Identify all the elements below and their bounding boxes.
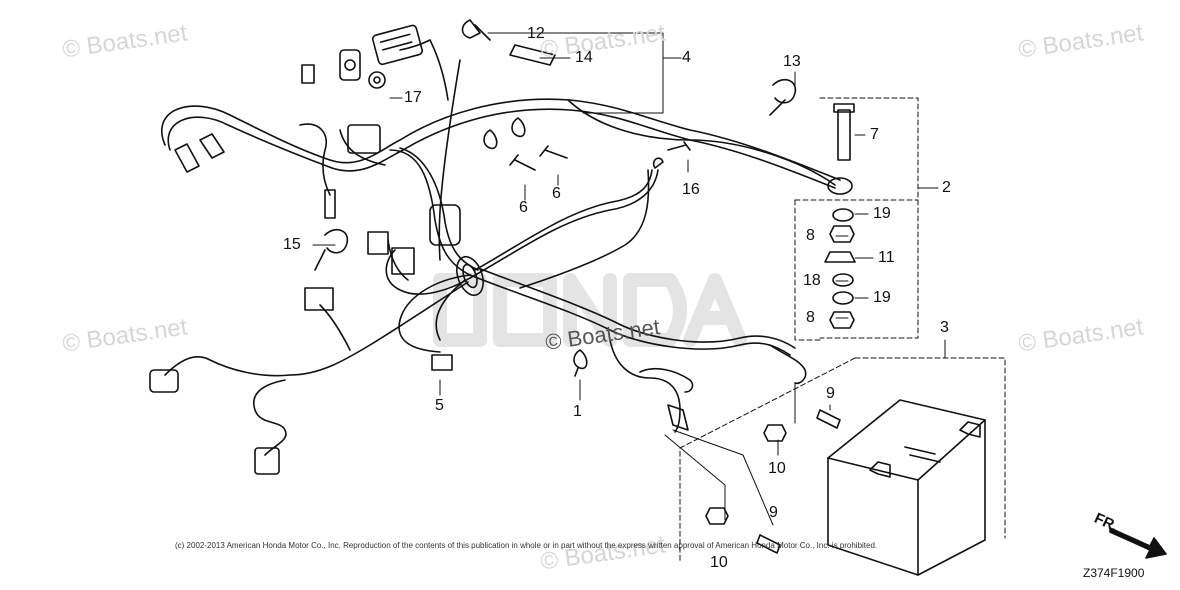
connectors bbox=[149, 24, 453, 475]
callout-6-right[interactable]: 6 bbox=[552, 185, 561, 202]
callout-5[interactable]: 5 bbox=[435, 397, 444, 414]
main-harness bbox=[161, 39, 841, 456]
callout-14[interactable]: 14 bbox=[575, 49, 593, 66]
copyright-notice: (c) 2002-2013 American Honda Motor Co., … bbox=[175, 541, 878, 550]
callout-10-right[interactable]: 10 bbox=[768, 460, 786, 477]
callout-1[interactable]: 1 bbox=[573, 403, 582, 420]
callout-8-bottom[interactable]: 8 bbox=[806, 309, 815, 326]
callout-19-top[interactable]: 19 bbox=[873, 205, 891, 222]
callout-11[interactable]: 11 bbox=[878, 249, 895, 266]
callout-9-top[interactable]: 9 bbox=[826, 385, 835, 402]
callout-7[interactable]: 7 bbox=[870, 126, 879, 143]
callout-6-left[interactable]: 6 bbox=[519, 199, 528, 216]
callout-4[interactable]: 4 bbox=[682, 49, 691, 66]
clips-and-fasteners bbox=[314, 19, 856, 554]
callout-12[interactable]: 12 bbox=[527, 25, 545, 42]
callout-16[interactable]: 16 bbox=[682, 181, 700, 198]
battery bbox=[827, 399, 986, 576]
leader-lines bbox=[312, 32, 1006, 564]
diagram-id: Z374F1900 bbox=[1083, 566, 1145, 580]
callout-18[interactable]: 18 bbox=[803, 272, 821, 289]
callout-17[interactable]: 17 bbox=[404, 89, 422, 106]
callout-2[interactable]: 2 bbox=[942, 179, 951, 196]
callout-19-bottom[interactable]: 19 bbox=[873, 289, 891, 306]
callout-9-bottom[interactable]: 9 bbox=[769, 504, 778, 521]
callout-15[interactable]: 15 bbox=[283, 236, 301, 253]
battery-cables bbox=[519, 99, 853, 433]
callout-3[interactable]: 3 bbox=[940, 319, 949, 336]
callout-10-left[interactable]: 10 bbox=[710, 554, 728, 571]
direction-arrow-icon bbox=[1109, 527, 1167, 559]
honda-background-mark bbox=[433, 273, 747, 347]
callout-13[interactable]: 13 bbox=[783, 53, 801, 70]
callout-8-top[interactable]: 8 bbox=[806, 227, 815, 244]
